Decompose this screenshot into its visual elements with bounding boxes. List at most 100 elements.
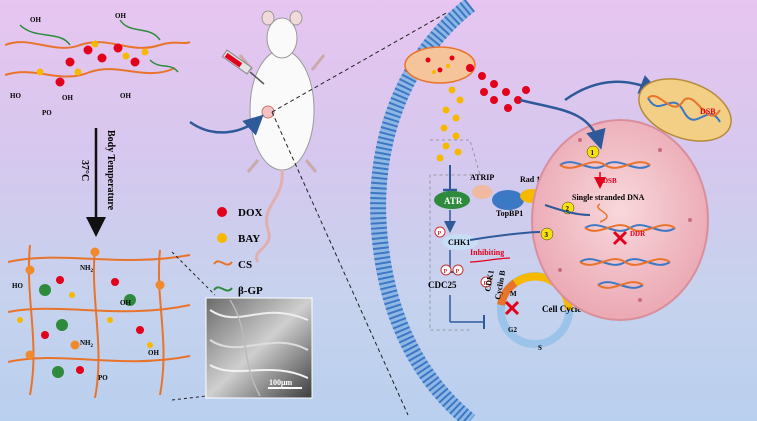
oh-label: OH <box>62 94 73 102</box>
oh-label: OH <box>30 16 41 24</box>
bay-particle <box>107 317 113 323</box>
svg-text:2: 2 <box>566 205 570 213</box>
dox-particle <box>136 326 144 334</box>
charge-plus-icon <box>25 350 35 360</box>
dox-release-stream <box>466 64 530 112</box>
ho-label: HO <box>12 282 23 290</box>
bay-particle <box>17 317 23 323</box>
beta-gp-node <box>52 366 64 378</box>
dox-particle <box>113 43 123 53</box>
beta-gp-node <box>124 294 136 306</box>
dox-particle <box>130 57 140 67</box>
svg-text:3: 3 <box>545 231 549 239</box>
ho-label: HO <box>10 92 21 100</box>
legend-bgp-label: β-GP <box>238 285 263 297</box>
svg-text:1: 1 <box>591 149 595 157</box>
dsb-label: DSB <box>603 177 617 185</box>
block-x-icon <box>504 300 520 316</box>
arrow-label: Body Temperature <box>105 130 116 211</box>
atrip-node <box>472 185 492 199</box>
mitochondria: DSB <box>638 78 732 142</box>
beta-gp-node <box>39 284 51 296</box>
phase-s-label: S <box>538 344 542 352</box>
syringe-icon <box>221 49 265 85</box>
mito-dsb-label: DSB <box>700 107 716 116</box>
legend-dox-label: DOX <box>238 207 263 219</box>
phase-g2-label: G2 <box>508 326 517 334</box>
dox-particle <box>55 77 65 87</box>
bay-particle <box>91 40 99 48</box>
svg-text:P: P <box>484 281 488 287</box>
atr-complex: ATR ATRIP TopBP1 Rad 17 <box>434 173 544 218</box>
legend-dox-marker <box>217 207 227 217</box>
dox-particle <box>56 276 64 284</box>
topbp1-label: TopBP1 <box>496 209 523 218</box>
oh-label: OH <box>115 12 126 20</box>
bay-particle <box>36 68 44 76</box>
dna-helix <box>559 161 676 289</box>
nucleus <box>531 119 709 321</box>
cell-cycle-label: Cell Cycle <box>542 304 581 314</box>
sem-image: 100μm <box>205 297 313 399</box>
dox-particle <box>76 366 84 374</box>
topbp1-node <box>492 190 524 210</box>
nh2-label: NH2 <box>80 339 94 349</box>
dox-particle <box>97 53 107 63</box>
phase-m-label: M <box>510 290 517 298</box>
sol-state-network: OH OH OH HO PO OH <box>4 12 191 117</box>
po-label: PO <box>98 374 108 382</box>
phospho-label: P <box>438 231 442 237</box>
charge-plus-icon <box>25 265 35 275</box>
oh-label: OH <box>120 299 131 307</box>
bay-particle <box>122 52 130 60</box>
oh-label: OH <box>120 92 131 100</box>
hydrogel-depot <box>404 46 476 84</box>
arrow-sublabel: 37°C <box>79 160 90 181</box>
bay-release-stream <box>436 86 464 162</box>
chk1-node: P CHK1 <box>434 226 478 250</box>
injection-site <box>261 105 275 119</box>
legend-cs-marker <box>213 260 233 266</box>
body-temperature-arrow: Body Temperature 37°C <box>79 128 116 237</box>
cdk1-label: CDK1 <box>483 269 496 292</box>
charge-plus-icon <box>90 247 100 257</box>
rad17-label: Rad 17 <box>520 175 544 184</box>
charge-plus-icon <box>70 340 80 350</box>
dox-particle <box>41 331 49 339</box>
step-badge-3: 3 <box>540 227 554 241</box>
bay-particle <box>74 68 82 76</box>
scale-bar-label: 100μm <box>269 378 293 387</box>
bay-particle <box>69 292 75 298</box>
mouse-illustration <box>238 10 326 263</box>
svg-text:P: P <box>444 269 448 275</box>
atr-label: ATR <box>444 196 463 206</box>
inhibiting-label: Inhibiting <box>470 248 504 257</box>
cdc25-label: CDC25 <box>428 280 457 290</box>
chk1-label: CHK1 <box>448 238 470 247</box>
gel-state-network: NH2 NH2 OH OH HO PO <box>7 244 191 399</box>
po-label: PO <box>42 109 52 117</box>
bay-particle <box>147 342 153 348</box>
nh2-label: NH2 <box>80 264 94 274</box>
step-badge-1: 1 <box>586 145 600 159</box>
ddr-label: DDR <box>630 230 646 238</box>
dox-particle <box>111 278 119 286</box>
svg-text:P: P <box>456 269 460 275</box>
single-stranded-label: Single stranded DNA <box>572 193 645 202</box>
charge-plus-icon <box>155 280 165 290</box>
bay-particle <box>141 48 149 56</box>
cdc25-node: P P CDC25 <box>428 264 464 290</box>
legend-bay-marker <box>217 233 227 243</box>
dox-particle <box>65 57 75 67</box>
atr-node <box>434 191 470 209</box>
beta-gp-node <box>56 319 68 331</box>
ddr-block-icon <box>612 230 628 246</box>
oh-label: OH <box>148 349 159 357</box>
legend-bay-label: BAY <box>238 233 260 245</box>
legend: DOX BAY CS β-GP <box>213 207 263 297</box>
atrip-label: ATRIP <box>470 173 494 182</box>
legend-cs-label: CS <box>238 259 252 271</box>
legend-bgp-marker <box>213 286 233 292</box>
